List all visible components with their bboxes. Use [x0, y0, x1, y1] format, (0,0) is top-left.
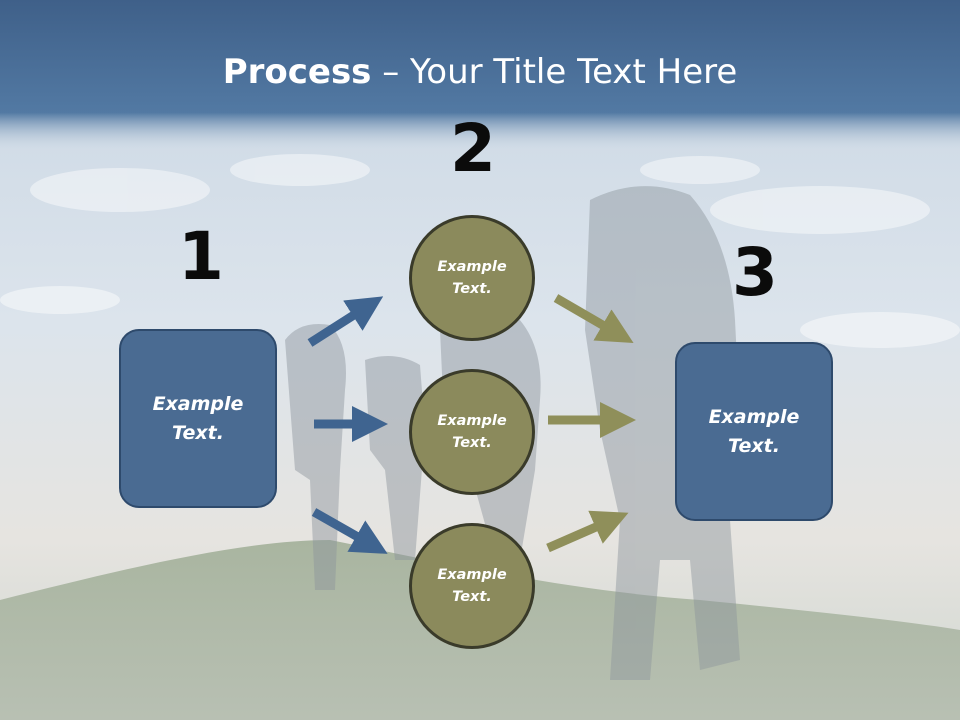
clouds: [0, 154, 960, 348]
arrow-to-circle-top: [307, 296, 384, 347]
circle-top-label: Example Text.: [437, 258, 507, 297]
output-box-label: Example Text.: [708, 406, 800, 457]
arrow-to-circle-bottom: [311, 508, 388, 554]
circle-bottom[interactable]: Example Text.: [409, 523, 535, 649]
step-number-3: 3: [732, 234, 778, 311]
title-rest: – Your Title Text Here: [371, 52, 738, 92]
circle-middle[interactable]: Example Text.: [409, 369, 535, 495]
title-bold: Process: [222, 52, 372, 92]
input-box-label: Example Text.: [152, 393, 244, 444]
step-number-1: 1: [178, 218, 224, 295]
step-number-2: 2: [450, 110, 496, 187]
arrow-from-circle-bottom: [546, 510, 629, 553]
circle-top[interactable]: Example Text.: [409, 215, 535, 341]
input-box[interactable]: Example Text.: [119, 329, 277, 508]
circle-middle-label: Example Text.: [437, 412, 507, 451]
circle-bottom-label: Example Text.: [437, 566, 507, 605]
arrow-from-circle-top: [553, 294, 634, 344]
output-box[interactable]: Example Text.: [675, 342, 833, 521]
header-band: [0, 0, 960, 150]
slide-title: Process – Your Title Text Here: [0, 52, 960, 92]
